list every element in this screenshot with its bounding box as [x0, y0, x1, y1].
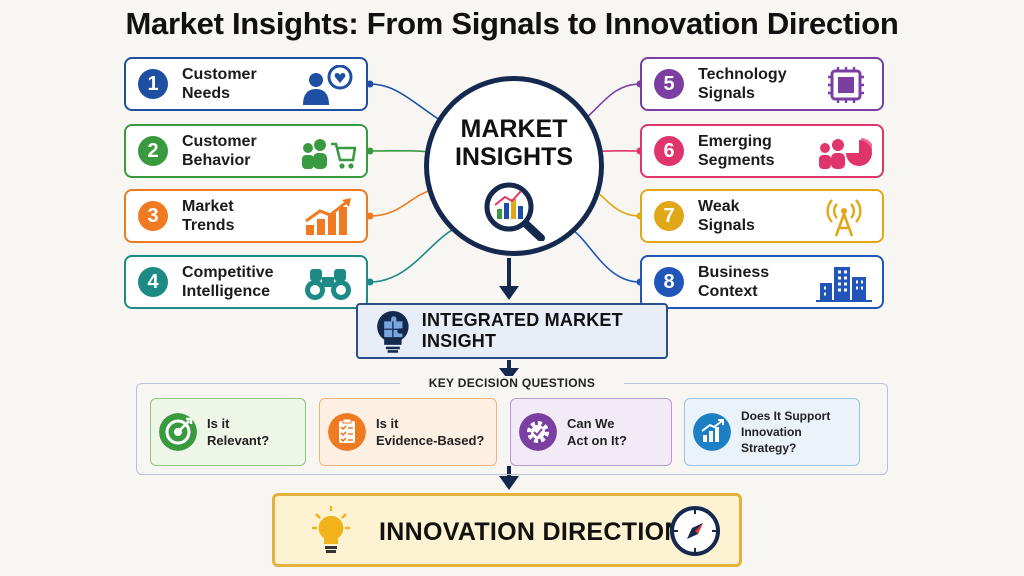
number-badge: 4 — [138, 267, 168, 297]
number-badge: 3 — [138, 201, 168, 231]
lightbulb-icon — [312, 506, 350, 553]
number-badge: 7 — [654, 201, 684, 231]
number-badge: 2 — [138, 136, 168, 166]
gear-check-icon — [519, 413, 557, 451]
compass-icon — [670, 506, 720, 556]
number-badge: 8 — [654, 267, 684, 297]
buildings-icon — [816, 267, 872, 302]
customer-needs-icon — [303, 65, 353, 105]
number-badge: 6 — [654, 136, 684, 166]
magnifier-chart-icon — [484, 182, 545, 241]
checklist-icon — [328, 413, 366, 451]
integrated-market-insight: INTEGRATED MARKET INSIGHT — [356, 303, 668, 359]
growth-chart-icon — [693, 413, 731, 451]
binoculars-icon — [305, 269, 351, 300]
puzzle-bulb-icon — [377, 310, 409, 353]
number-badge: 5 — [654, 69, 684, 99]
people-cart-icon — [302, 139, 356, 169]
target-icon — [159, 413, 197, 451]
key-decision-questions-title: KEY DECISION QUESTIONS — [400, 376, 624, 390]
segments-pie-icon — [819, 138, 872, 169]
innovation-direction-label: INNOVATION DIRECTION — [379, 518, 683, 546]
number-badge: 1 — [138, 69, 168, 99]
innovation-direction-box: INNOVATION DIRECTION — [272, 493, 742, 567]
page-title: Market Insights: From Signals to Innovat… — [125, 6, 899, 41]
trend-chart-icon — [305, 198, 351, 235]
chip-icon — [828, 67, 864, 103]
integrated-label: INTEGRATED MARKET INSIGHT — [421, 310, 623, 351]
signal-tower-icon — [826, 199, 862, 237]
